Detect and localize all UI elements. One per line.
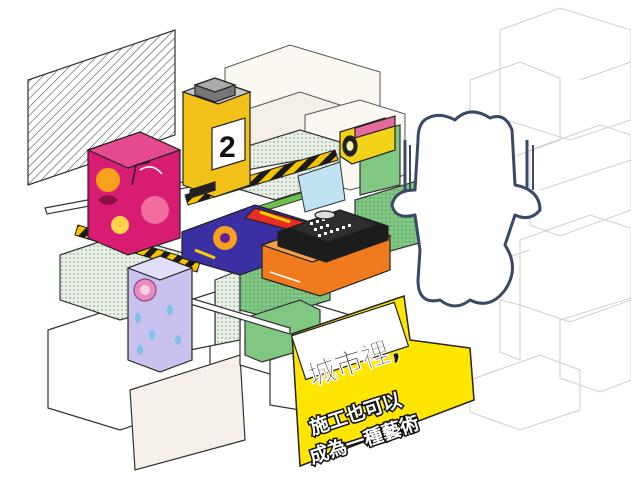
blue-panel: [297, 161, 346, 213]
bottle-box: [126, 255, 194, 373]
figure-silhouette-icon: [390, 110, 542, 308]
floral-box: [86, 131, 182, 256]
box-number-label: 2: [219, 131, 236, 164]
printer-object: [260, 209, 392, 297]
flashlight-object: [339, 115, 396, 165]
number-box: 2: [181, 77, 252, 199]
